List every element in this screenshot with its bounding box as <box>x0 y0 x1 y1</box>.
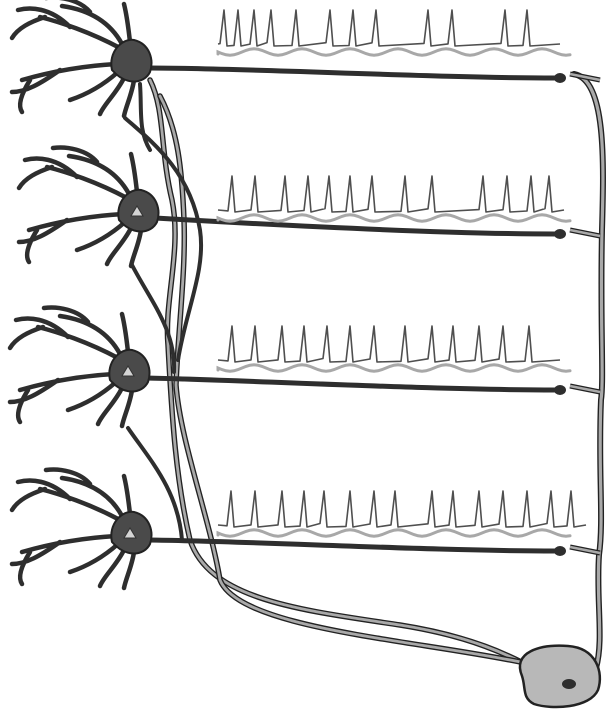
dendrite <box>131 154 137 192</box>
spike-trace <box>218 491 586 527</box>
axon <box>148 68 556 78</box>
oscillation-trace <box>218 215 570 221</box>
oscillation-trace <box>218 49 570 55</box>
axon-terminal <box>554 73 566 83</box>
axon-terminal <box>554 229 566 239</box>
glia-process-outline <box>150 80 540 672</box>
dendrite <box>10 319 118 358</box>
trace-layer <box>218 10 586 536</box>
dendrite <box>122 314 128 352</box>
dendrite <box>19 159 127 198</box>
dendrite-layer <box>10 0 141 588</box>
dendrite <box>12 481 120 520</box>
axon-terminal <box>554 385 566 395</box>
dendrite <box>12 9 120 48</box>
axon <box>148 540 556 551</box>
dendrite <box>131 230 141 266</box>
glia-process <box>150 80 540 672</box>
neuron-soma <box>111 40 151 82</box>
axon-terminal <box>554 546 566 556</box>
axon <box>155 218 556 234</box>
axon <box>146 378 556 390</box>
glia-trunk <box>574 74 603 668</box>
shared-cell-layer <box>520 646 600 707</box>
dendrite <box>124 552 134 588</box>
dendrite <box>122 390 132 426</box>
spike-trace <box>218 176 564 212</box>
dendrite <box>124 476 130 514</box>
shared-cell-body <box>520 646 600 707</box>
dendrite <box>124 4 130 42</box>
oscillation-trace <box>218 530 570 536</box>
oscillation-trace <box>218 365 570 371</box>
spike-trace <box>218 10 560 46</box>
dendrite <box>124 80 134 116</box>
spike-trace <box>218 326 560 362</box>
shared-cell-nucleus <box>562 679 576 689</box>
axon-layer <box>125 68 566 556</box>
glial-process-layer <box>150 74 603 672</box>
